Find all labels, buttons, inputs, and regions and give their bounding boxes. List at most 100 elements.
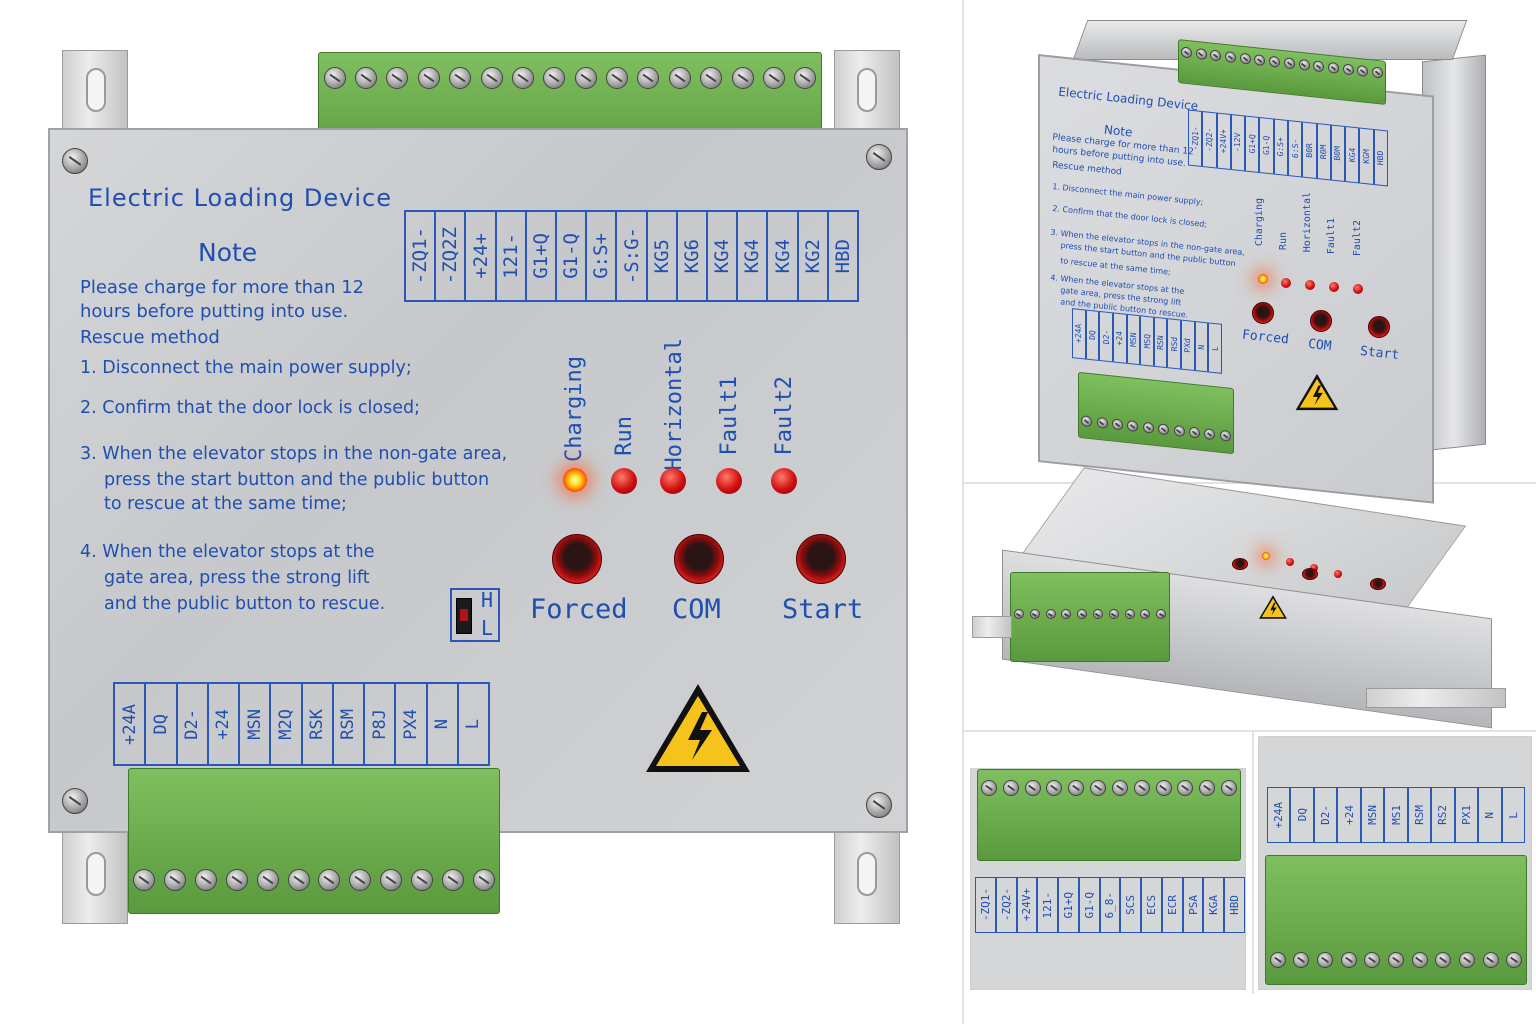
terminal-screw[interactable]: [323, 67, 346, 89]
terminal-screw[interactable]: [1283, 57, 1295, 70]
terminal-screw[interactable]: [355, 67, 378, 89]
terminal-screw[interactable]: [164, 869, 187, 891]
terminal-screw[interactable]: [1195, 47, 1207, 61]
terminal-screw[interactable]: [1204, 428, 1216, 441]
terminal-screw[interactable]: [1269, 952, 1286, 968]
angled-forced-button[interactable]: [1252, 302, 1274, 324]
flat-com-button[interactable]: [1302, 568, 1318, 580]
angled-com-button[interactable]: [1310, 310, 1332, 332]
terminal-screw[interactable]: [1199, 780, 1216, 796]
terminal-screw[interactable]: [1357, 64, 1369, 78]
terminal-screw[interactable]: [441, 869, 464, 891]
terminal-screw[interactable]: [1317, 952, 1334, 968]
terminal-screw[interactable]: [1313, 60, 1325, 73]
terminal-screw[interactable]: [1061, 609, 1072, 619]
terminal-screw[interactable]: [1225, 51, 1236, 64]
terminal-screw[interactable]: [380, 869, 403, 891]
com-button[interactable]: [674, 534, 724, 584]
flat-forced-button[interactable]: [1232, 558, 1248, 570]
terminal-screw[interactable]: [1254, 54, 1266, 67]
flat-front-terminal-block[interactable]: [1010, 572, 1170, 662]
terminal-screw[interactable]: [1458, 952, 1475, 968]
terminal-screw[interactable]: [1068, 780, 1085, 796]
terminal-screw[interactable]: [1133, 780, 1150, 796]
terminal-screw[interactable]: [1364, 952, 1381, 968]
terminal-screw[interactable]: [1221, 780, 1238, 796]
terminal-screw[interactable]: [1002, 780, 1019, 796]
terminal-screw[interactable]: [1029, 609, 1040, 619]
terminal-screw[interactable]: [1142, 421, 1154, 434]
terminal-screw[interactable]: [1124, 609, 1135, 619]
terminal-screw[interactable]: [133, 869, 156, 891]
terminal-screw[interactable]: [1269, 55, 1281, 68]
terminal-screw[interactable]: [1189, 426, 1200, 439]
terminal-screw[interactable]: [417, 67, 440, 89]
bottom-terminal-block[interactable]: [128, 768, 500, 914]
forced-button[interactable]: [552, 534, 602, 584]
terminal-label: HBD: [1372, 129, 1387, 186]
terminal-screw[interactable]: [1239, 52, 1251, 65]
terminal-screw[interactable]: [1298, 58, 1310, 71]
terminal-screw[interactable]: [480, 67, 503, 89]
terminal-screw[interactable]: [1342, 63, 1354, 76]
terminal-screw[interactable]: [980, 780, 997, 796]
terminal-screw[interactable]: [1081, 415, 1093, 428]
terminal-screw[interactable]: [1180, 46, 1192, 59]
terminal-screw[interactable]: [762, 67, 785, 89]
terminal-screw[interactable]: [574, 67, 597, 89]
terminal-screw[interactable]: [1173, 424, 1185, 438]
terminal-screw[interactable]: [318, 869, 341, 891]
terminal-screw[interactable]: [1045, 609, 1056, 619]
closeup-bottom-terminal-block[interactable]: [1265, 855, 1527, 985]
flat-start-button[interactable]: [1370, 578, 1386, 590]
terminal-screw[interactable]: [731, 67, 754, 89]
terminal-screw[interactable]: [386, 67, 409, 89]
terminal-screw[interactable]: [1293, 952, 1310, 968]
terminal-screw[interactable]: [1340, 952, 1357, 968]
terminal-screw[interactable]: [794, 67, 817, 89]
terminal-screw[interactable]: [1372, 66, 1384, 79]
terminal-screw[interactable]: [1155, 780, 1172, 796]
terminal-screw[interactable]: [1388, 952, 1404, 968]
terminal-screw[interactable]: [1111, 780, 1128, 796]
terminal-screw[interactable]: [1046, 780, 1063, 796]
terminal-screw[interactable]: [606, 67, 629, 89]
terminal-screw[interactable]: [1092, 609, 1103, 619]
start-button[interactable]: [796, 534, 846, 584]
terminal-screw[interactable]: [1506, 952, 1523, 968]
terminal-screw[interactable]: [1096, 416, 1108, 429]
angled-start-button[interactable]: [1368, 316, 1390, 338]
terminal-screw[interactable]: [1411, 952, 1428, 968]
terminal-screw[interactable]: [700, 67, 723, 89]
terminal-screw[interactable]: [1219, 429, 1231, 442]
terminal-screw[interactable]: [1024, 780, 1041, 796]
terminal-screw[interactable]: [1177, 780, 1194, 796]
terminal-screw[interactable]: [195, 869, 218, 891]
terminal-screw[interactable]: [1158, 423, 1170, 436]
terminal-screw[interactable]: [1210, 49, 1222, 62]
terminal-screw[interactable]: [511, 67, 534, 89]
terminal-screw[interactable]: [472, 869, 495, 891]
terminal-screw[interactable]: [668, 67, 691, 89]
terminal-screw[interactable]: [637, 67, 660, 89]
terminal-screw[interactable]: [410, 869, 433, 891]
terminal-screw[interactable]: [1077, 609, 1088, 619]
terminal-screw[interactable]: [1108, 609, 1119, 619]
hl-switch[interactable]: [456, 598, 472, 634]
terminal-screw[interactable]: [225, 869, 248, 891]
terminal-screw[interactable]: [349, 869, 372, 891]
terminal-screw[interactable]: [1156, 609, 1167, 619]
terminal-screw[interactable]: [287, 869, 310, 891]
terminal-screw[interactable]: [1090, 780, 1107, 796]
terminal-screw[interactable]: [1127, 419, 1139, 433]
terminal-screw[interactable]: [1112, 418, 1123, 431]
terminal-screw[interactable]: [1013, 609, 1024, 619]
terminal-screw[interactable]: [1435, 952, 1452, 968]
terminal-screw[interactable]: [1482, 952, 1499, 968]
terminal-screw[interactable]: [256, 869, 279, 891]
terminal-screw[interactable]: [1140, 609, 1151, 619]
terminal-screw[interactable]: [449, 67, 472, 89]
terminal-screw[interactable]: [1328, 61, 1339, 74]
terminal-screw[interactable]: [543, 67, 566, 89]
closeup-top-terminal-block[interactable]: [977, 769, 1241, 861]
